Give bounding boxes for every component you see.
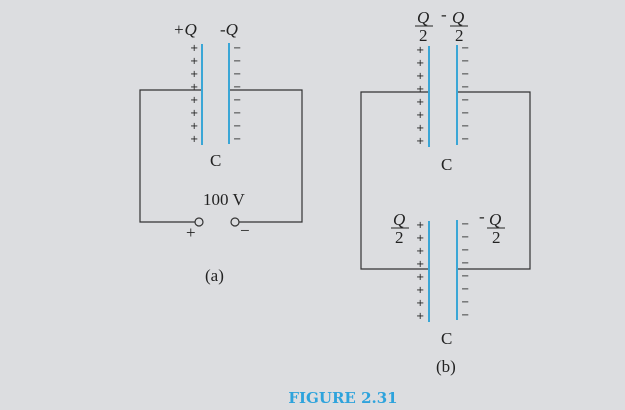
positive-charge-sign: + (416, 110, 424, 121)
fraction-top-right-denominator: 2 (455, 26, 464, 45)
positive-charge-sign: + (416, 233, 424, 244)
terminal-minus-label: − (240, 221, 250, 240)
positive-charge-sign: + (190, 56, 198, 67)
wire-a-left (139, 89, 202, 223)
wire-b-right (457, 91, 531, 270)
charge-signs-b: + + + + + + + + − − − − − − − − + + + + + + + + − − − − − − − − (416, 43, 469, 322)
positive-charge-sign: + (416, 97, 424, 108)
negative-charge-sign: − (461, 258, 469, 269)
positive-charge-sign: + (416, 298, 424, 309)
wire-a-right (229, 89, 303, 223)
fraction-top-right-sign: - (441, 5, 447, 24)
positive-charge-sign: + (416, 45, 424, 56)
capacitor-a-label: C (210, 151, 221, 170)
negative-charge-sign: − (461, 69, 469, 80)
negative-charge-sign: − (461, 108, 469, 119)
negative-charge-sign: − (461, 56, 469, 67)
positive-charge-sign: + (416, 71, 424, 82)
capacitor-b1-label: C (441, 155, 452, 174)
positive-charge-sign: + (416, 123, 424, 134)
positive-charge-sign: + (190, 95, 198, 106)
voltage-label: 100 V (203, 190, 245, 209)
terminal-a-positive (194, 217, 204, 227)
negative-charge-sign: − (461, 219, 469, 230)
negative-charge-sign: − (461, 245, 469, 256)
positive-charge-sign: + (416, 285, 424, 296)
negative-charge-sign: − (461, 297, 469, 308)
fraction-top-left-denominator: 2 (419, 26, 428, 45)
wire-b-left (360, 91, 429, 270)
positive-charge-sign: + (190, 69, 198, 80)
fraction-top-right-numerator: Q (452, 8, 464, 27)
positive-charge-sign: + (190, 121, 198, 132)
negative-charge-sign: − (461, 43, 469, 54)
positive-charge-sign: + (416, 259, 424, 270)
positive-charge-sign: + (190, 43, 198, 54)
negative-charge-sign: − (233, 56, 241, 67)
positive-charge-sign: + (416, 246, 424, 257)
negative-charge-sign: − (233, 69, 241, 80)
negative-charge-sign: − (461, 310, 469, 321)
positive-charge-sign: + (416, 58, 424, 69)
positive-charge-sign: + (190, 82, 198, 93)
negative-charge-sign: − (233, 43, 241, 54)
terminal-plus-label: + (186, 223, 196, 242)
terminal-a-negative (230, 217, 240, 227)
charge-signs-a: + + + + + + + + − − − − − − − − (190, 43, 241, 145)
panel-a-label: (a) (205, 266, 224, 285)
positive-charge-sign: + (190, 134, 198, 145)
negative-charge-sign: − (233, 82, 241, 93)
negative-charge-sign: − (233, 121, 241, 132)
panel-b-label: (b) (436, 357, 456, 376)
negative-charge-sign: − (233, 134, 241, 145)
positive-charge-sign: + (416, 272, 424, 283)
charge-label-minus-q: -Q (220, 20, 238, 39)
capacitor-b2-label: C (441, 329, 452, 348)
fraction-bottom-left-numerator: Q (393, 210, 405, 229)
charge-label-plus-q: +Q (173, 20, 197, 39)
positive-charge-sign: + (190, 108, 198, 119)
negative-charge-sign: − (461, 121, 469, 132)
fraction-bottom-right-numerator: Q (489, 210, 501, 229)
fraction-bottom-right-denominator: 2 (492, 228, 501, 247)
circuit-a (139, 89, 303, 227)
negative-charge-sign: − (233, 95, 241, 106)
negative-charge-sign: − (461, 271, 469, 282)
positive-charge-sign: + (416, 136, 424, 147)
figure-caption: FIGURE 2.31 (288, 389, 397, 407)
negative-charge-sign: − (233, 108, 241, 119)
negative-charge-sign: − (461, 284, 469, 295)
fraction-top-left-numerator: Q (417, 8, 429, 27)
negative-charge-sign: − (461, 134, 469, 145)
positive-charge-sign: + (416, 220, 424, 231)
negative-charge-sign: − (461, 82, 469, 93)
positive-charge-sign: + (416, 84, 424, 95)
fraction-bottom-right-sign: - (479, 207, 485, 226)
positive-charge-sign: + (416, 311, 424, 322)
negative-charge-sign: − (461, 95, 469, 106)
circuit-b (360, 91, 531, 270)
fraction-bottom-left-denominator: 2 (395, 228, 404, 247)
negative-charge-sign: − (461, 232, 469, 243)
